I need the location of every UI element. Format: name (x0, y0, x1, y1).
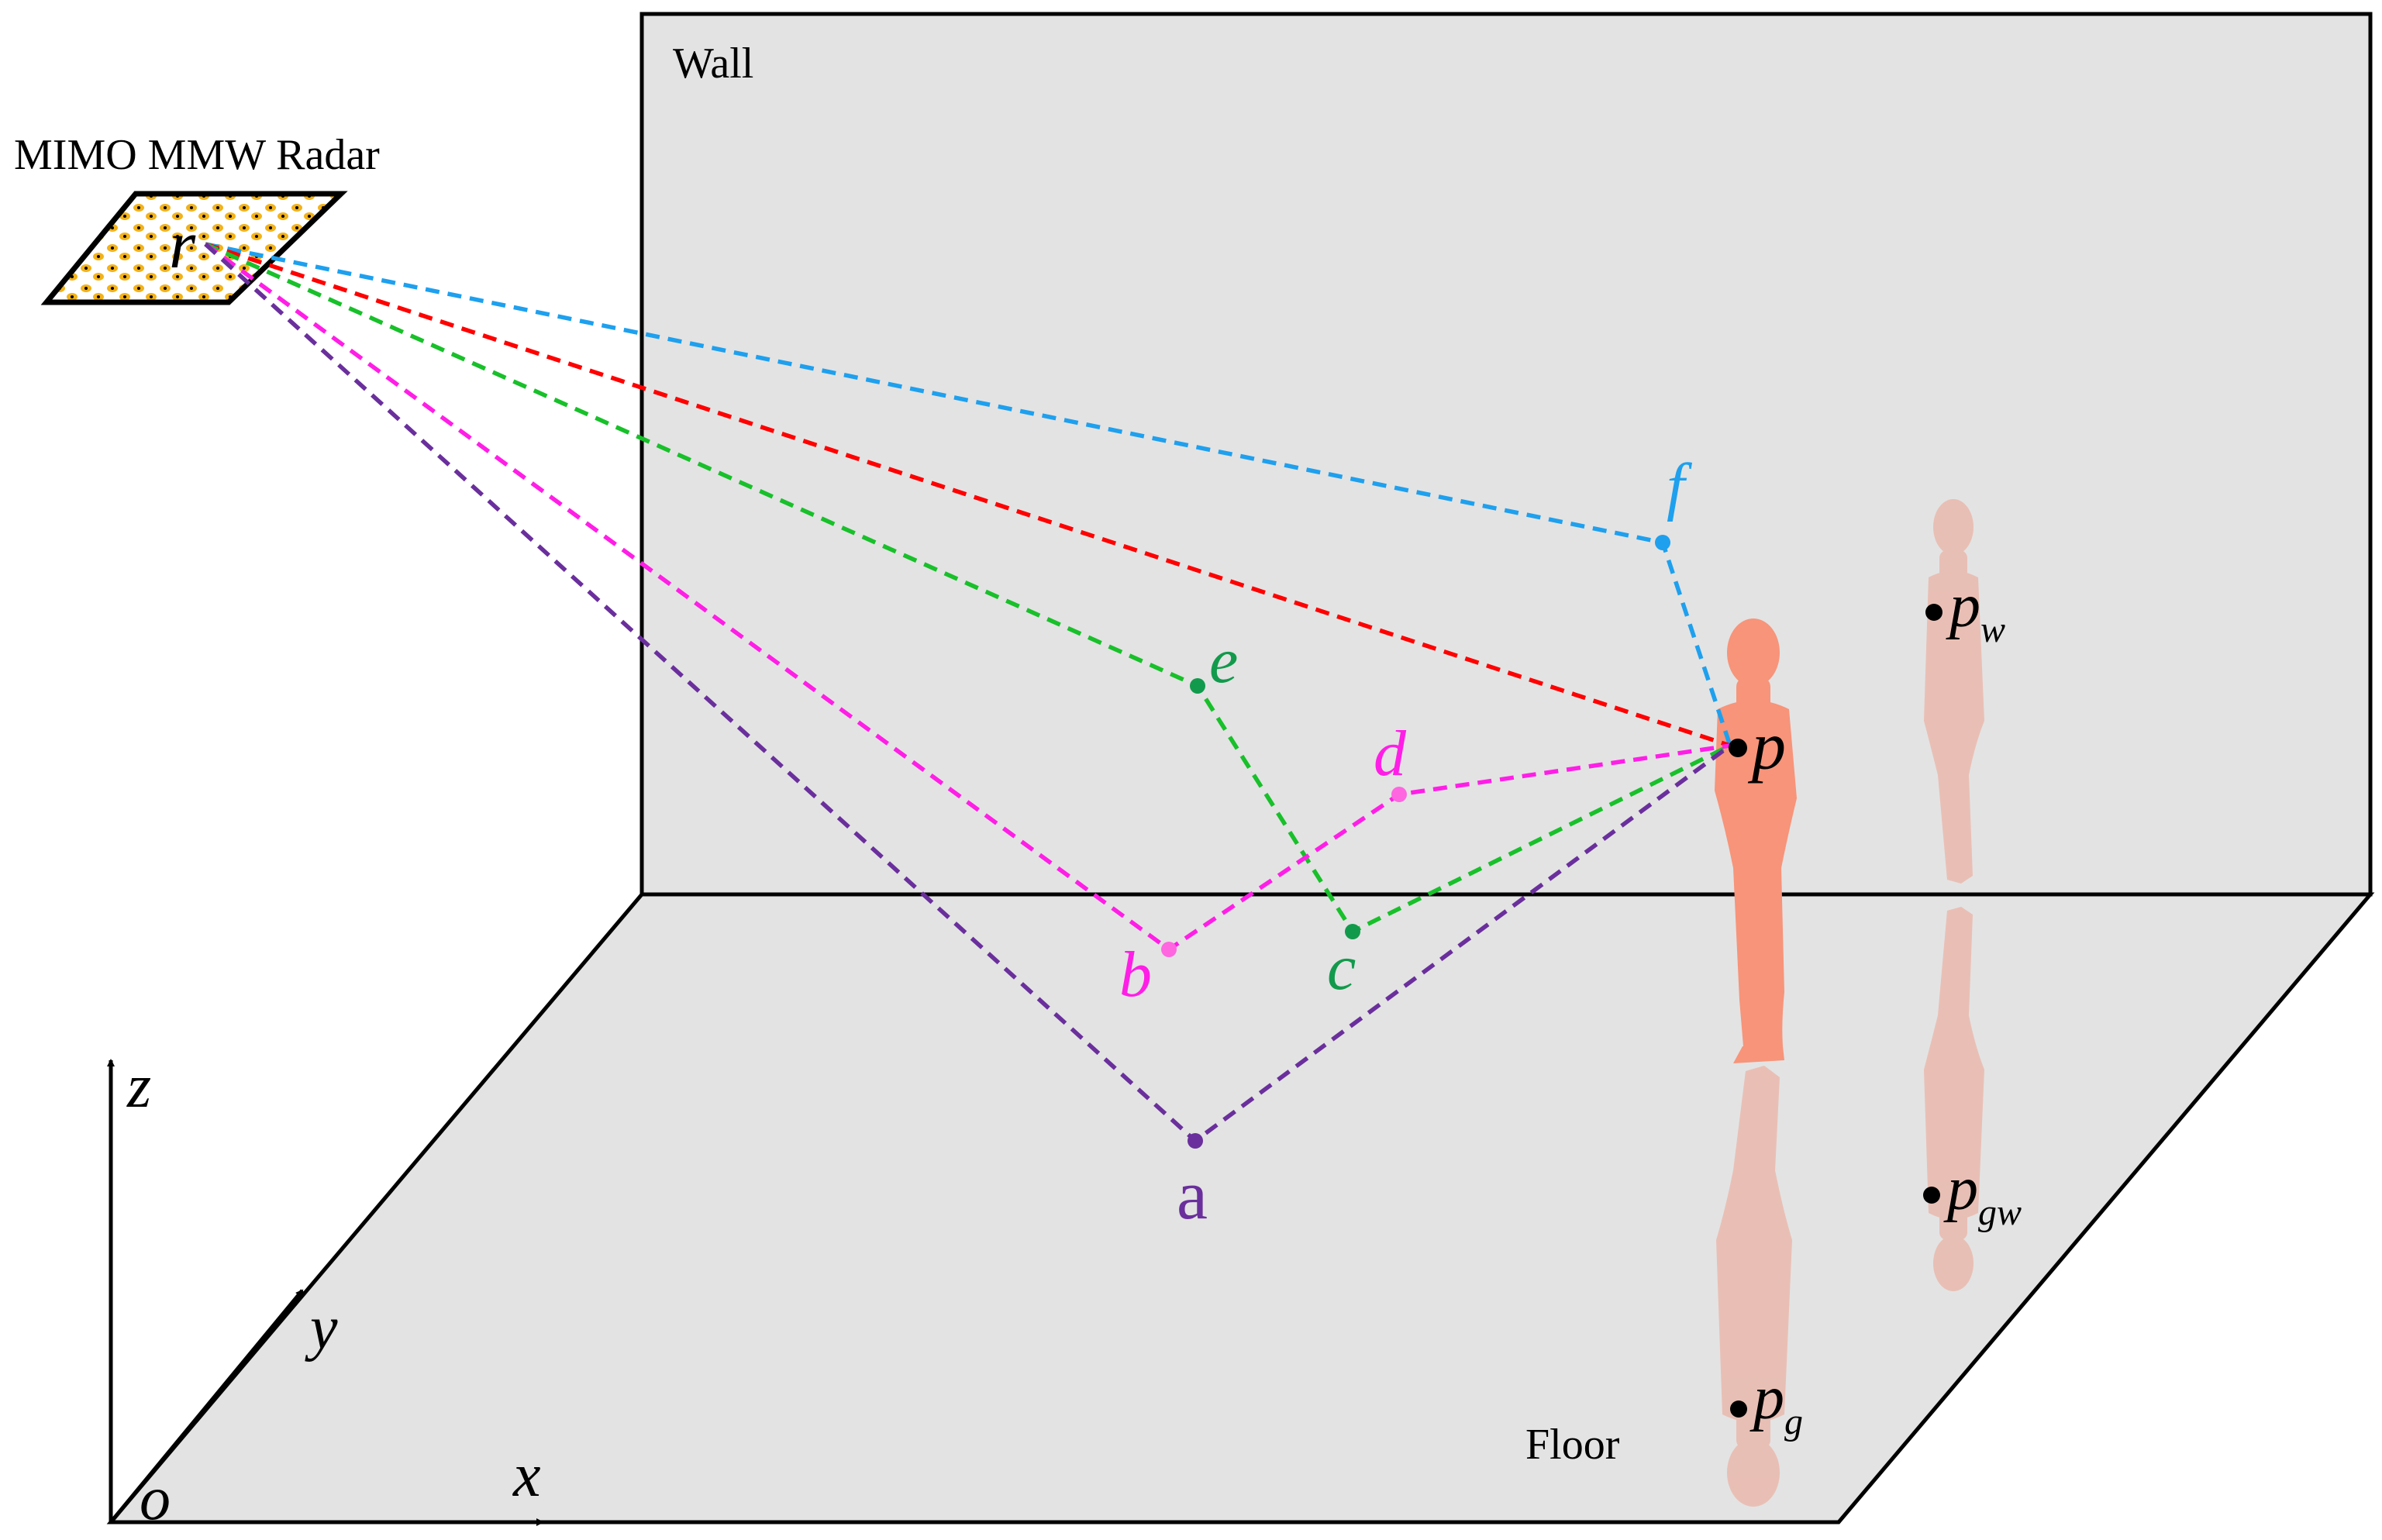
person-mirror-ground (1716, 1066, 1792, 1507)
point-pw-marker (1925, 604, 1942, 621)
wall-label: Wall (673, 40, 753, 88)
axis-y-label: y (305, 1294, 338, 1363)
floor-plane (106, 892, 2375, 1524)
coordinate-axes (107, 1059, 544, 1526)
point-c-marker (1345, 924, 1360, 939)
axis-x-label: x (512, 1442, 541, 1510)
point-e-marker (1190, 678, 1205, 694)
radar-board (40, 191, 348, 305)
point-p-label: p (1747, 709, 1786, 784)
axis-z-label: z (126, 1053, 151, 1121)
person-target (1715, 618, 1797, 1063)
path-floor-wall-reflection (204, 242, 1731, 953)
point-b-marker (1161, 942, 1177, 957)
point-d-label: d (1374, 718, 1407, 790)
path-direct (205, 242, 1731, 748)
point-pg-marker (1730, 1400, 1747, 1418)
floor-label: Floor (1525, 1421, 1620, 1469)
path-wall-floor-reflection (204, 242, 1732, 935)
radar-point-label: r (169, 208, 196, 283)
wall-plane (639, 12, 2373, 897)
person-mirror-ground-wall (1924, 907, 1984, 1291)
point-pw-label: pw (1946, 572, 2005, 650)
radar-label: MIMO MMW Radar (14, 131, 380, 179)
point-c-label: c (1327, 932, 1356, 1004)
y-axis (109, 1289, 304, 1524)
point-b-label: b (1119, 939, 1152, 1011)
point-pgw-marker (1923, 1187, 1940, 1204)
point-d-marker (1391, 787, 1407, 802)
point-e-label: e (1209, 625, 1238, 697)
point-a-label: a (1177, 1157, 1208, 1234)
point-a-marker (1188, 1133, 1203, 1149)
point-p-marker (1729, 739, 1747, 757)
axis-origin-label: o (140, 1465, 171, 1533)
person-mirror-wall (1924, 499, 1984, 884)
point-pgw-label: pgw (1943, 1155, 2022, 1233)
point-pg-label: pg (1749, 1364, 1803, 1442)
point-f-marker (1655, 535, 1670, 550)
